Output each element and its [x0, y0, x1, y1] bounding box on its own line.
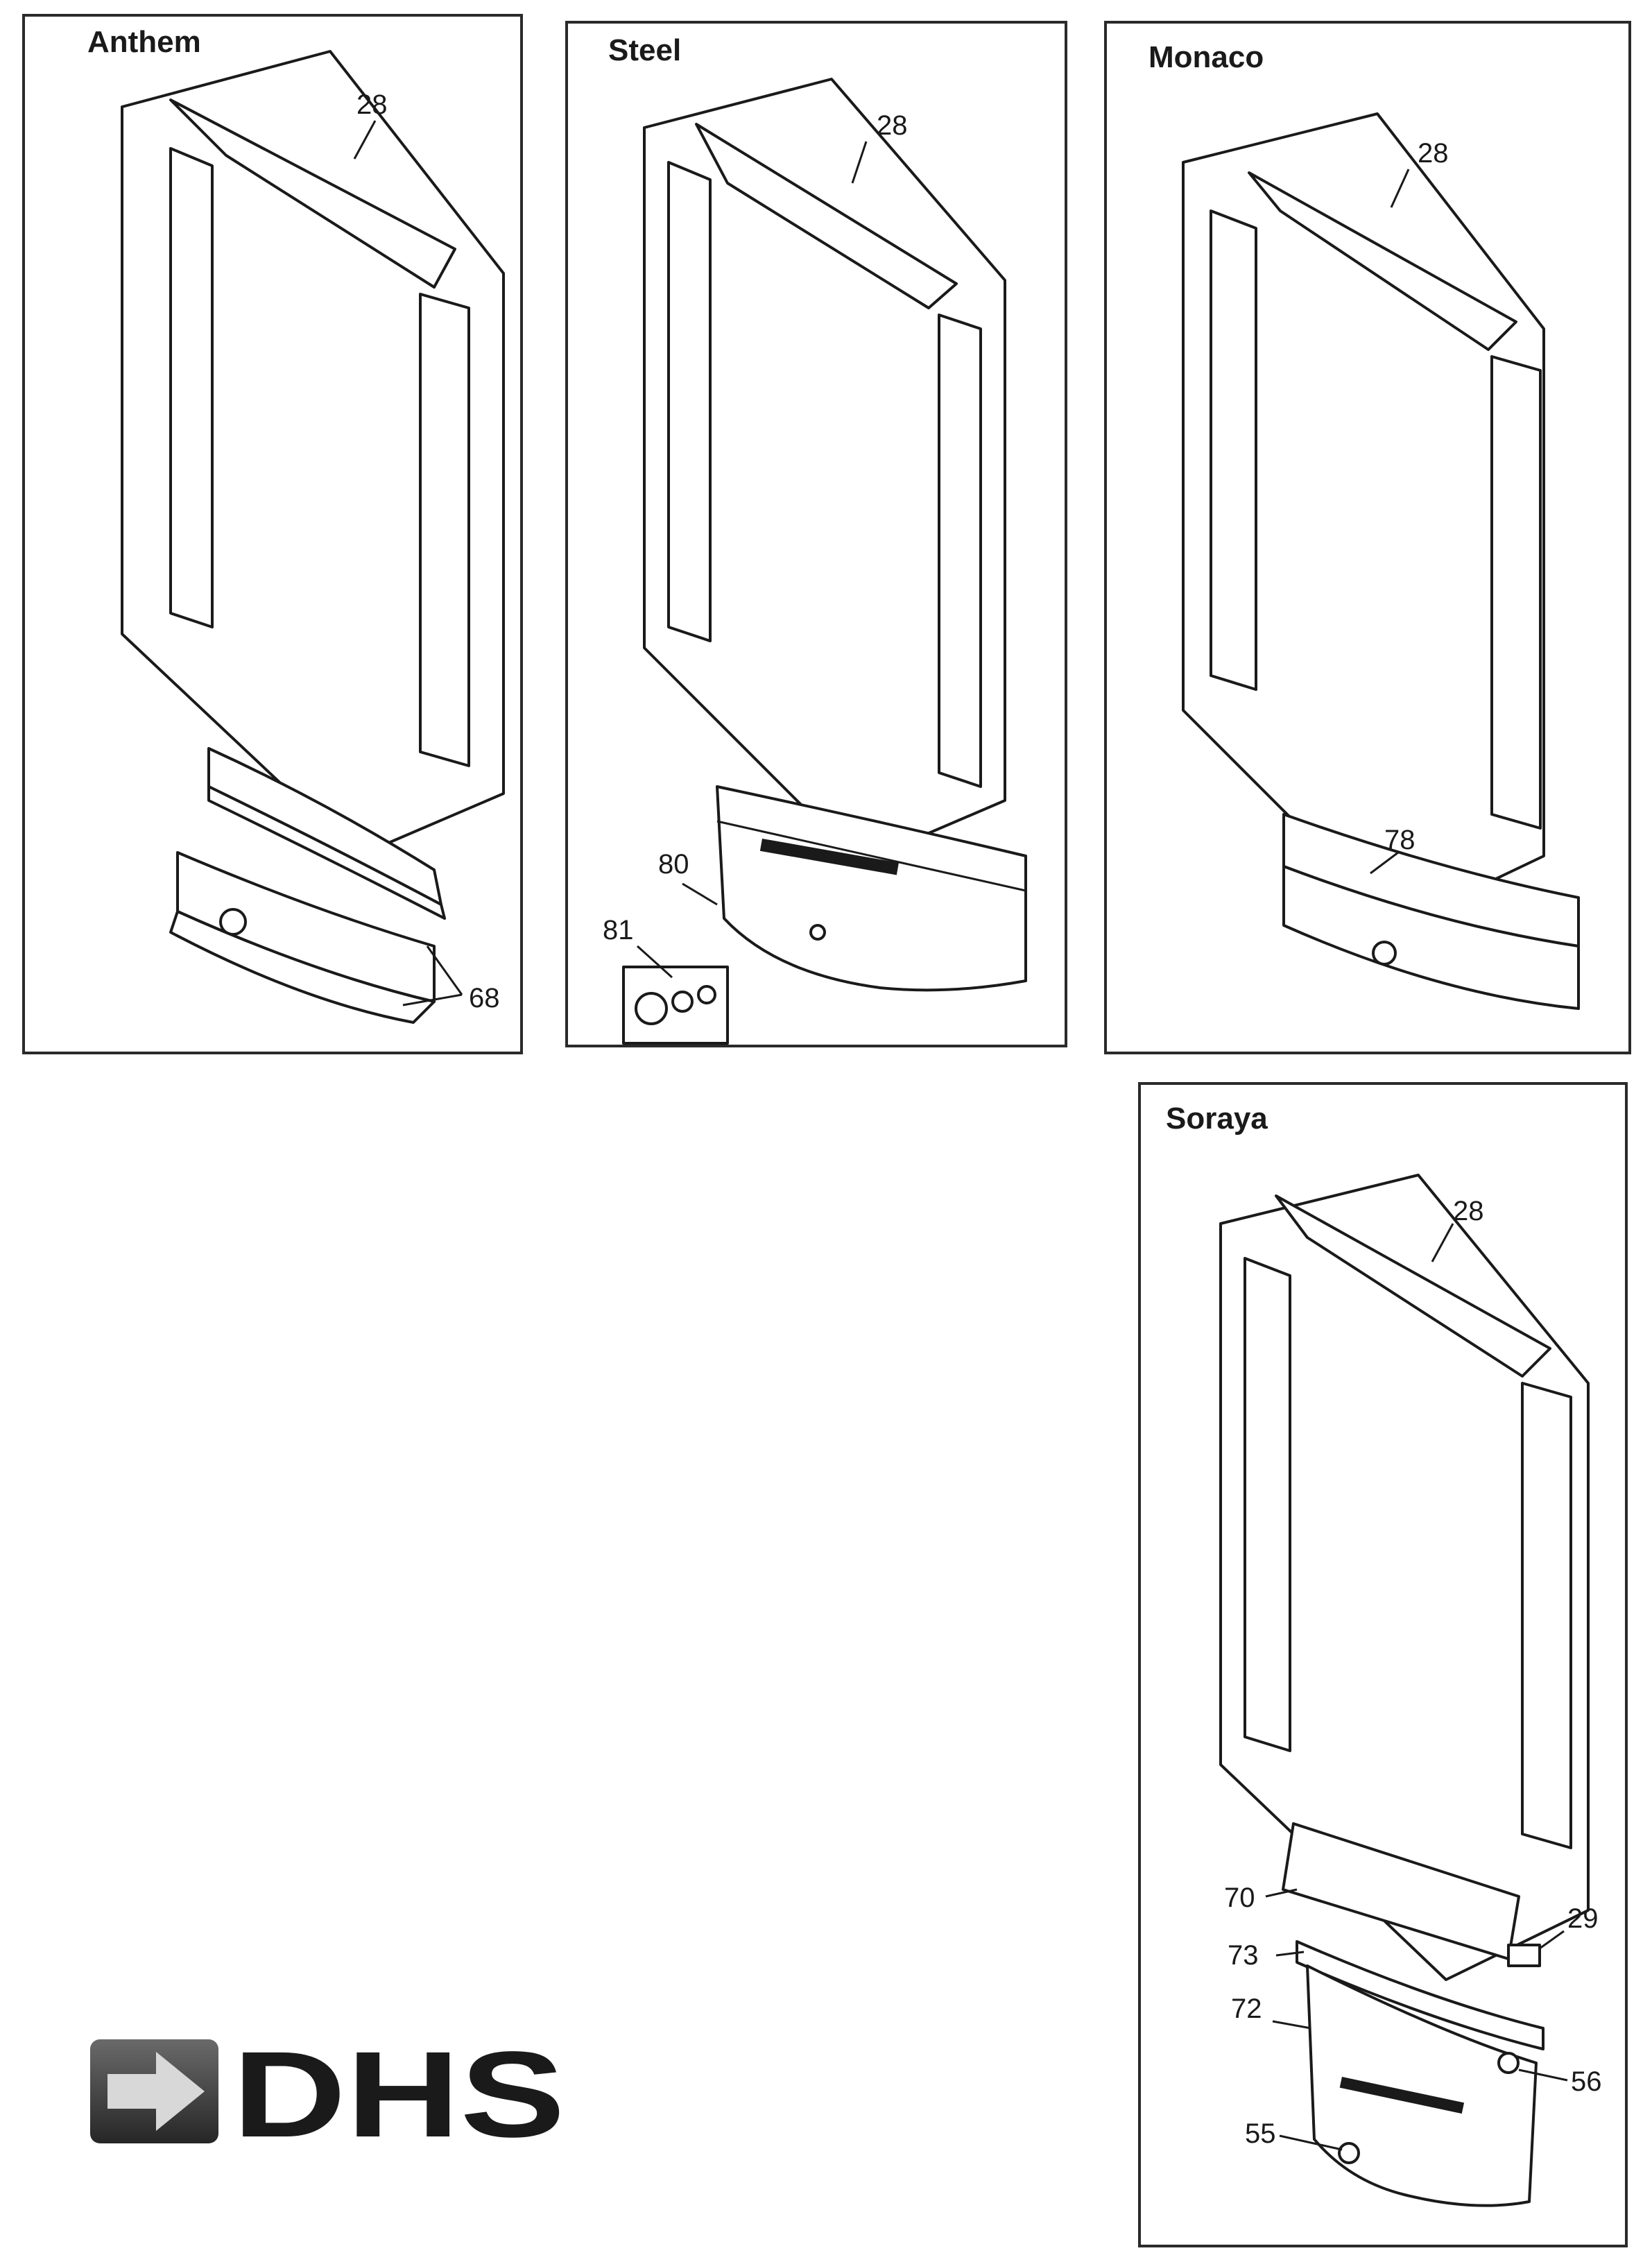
soraya-diagram: 28 70 29 73 72 56 55 [1219, 1174, 1602, 2207]
callout-28: 28 [851, 110, 908, 184]
dhs-logo: DHS [90, 2027, 576, 2163]
svg-text:29: 29 [1567, 1903, 1599, 1934]
svg-text:72: 72 [1231, 1994, 1262, 2024]
callout-28: 28 [353, 89, 388, 160]
panel-title: Anthem [87, 25, 201, 59]
monaco-diagram: 28 78 [1182, 112, 1580, 1010]
surround-frame [1219, 1174, 1590, 1981]
surround-frame [1182, 112, 1545, 927]
anthem-diagram: 28 68 [121, 50, 505, 1024]
svg-text:28: 28 [1453, 1196, 1484, 1226]
callout-29: 29 [1539, 1903, 1599, 1950]
callout-56: 56 [1518, 2066, 1602, 2097]
svg-text:28: 28 [1418, 138, 1449, 169]
svg-text:73: 73 [1228, 1940, 1259, 1971]
svg-text:68: 68 [469, 983, 500, 1013]
svg-text:28: 28 [356, 89, 388, 120]
callout-28: 28 [1431, 1196, 1484, 1262]
panel-title: Soraya [1166, 1102, 1268, 1136]
panel-soraya: Soraya 28 70 29 [1138, 1082, 1628, 2247]
panel-steel: Steel 28 80 81 [565, 21, 1067, 1047]
svg-text:80: 80 [658, 849, 689, 880]
callout-81: 81 [603, 915, 673, 979]
surround-frame [121, 50, 505, 857]
callout-55: 55 [1245, 2118, 1343, 2151]
svg-text:70: 70 [1224, 1883, 1255, 1913]
svg-text:81: 81 [603, 915, 634, 945]
knob-kit [622, 966, 729, 1045]
arrow-right-icon [90, 2039, 218, 2143]
callout-78: 78 [1370, 825, 1416, 875]
callout-70: 70 [1224, 1883, 1298, 1913]
fret-assembly [1282, 813, 1580, 1010]
svg-text:78: 78 [1384, 825, 1416, 855]
callout-73: 73 [1228, 1940, 1305, 1971]
callout-68: 68 [402, 945, 500, 1013]
callout-28: 28 [1390, 138, 1449, 208]
callout-72: 72 [1231, 1994, 1311, 2030]
fret-assembly [1282, 1822, 1545, 2207]
panel-title: Steel [608, 33, 682, 67]
svg-text:28: 28 [877, 110, 908, 141]
panel-monaco: Monaco 28 78 [1104, 21, 1631, 1054]
surround-frame [643, 78, 1006, 864]
svg-text:56: 56 [1571, 2066, 1602, 2097]
front-panel [716, 785, 1027, 992]
panel-title: Monaco [1148, 40, 1264, 74]
logo-graphic: DHS [90, 2027, 565, 2163]
fret-assembly [169, 747, 446, 1024]
callout-80: 80 [658, 849, 718, 906]
panel-anthem: Anthem 28 68 [22, 14, 523, 1054]
logo-text: DHS [232, 2039, 565, 2143]
svg-text:55: 55 [1245, 2118, 1276, 2149]
steel-diagram: 28 80 81 [603, 78, 1027, 1045]
